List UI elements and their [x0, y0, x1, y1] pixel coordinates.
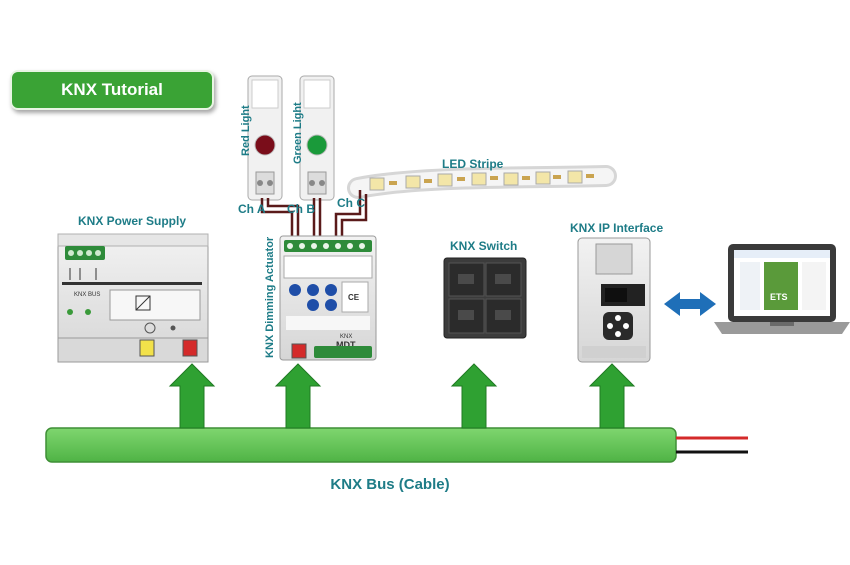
svg-text:CE: CE	[348, 293, 360, 302]
power-supply-knx-bus-text: KNX BUS	[74, 292, 100, 298]
bus-cable	[45, 427, 748, 463]
actuator-knx-text: KNX	[340, 334, 352, 340]
arrow-power-supply	[168, 363, 216, 429]
title-text: KNX Tutorial	[61, 80, 163, 99]
actuator-mdt-text: MDT	[336, 340, 356, 350]
arrow-ip-interface	[588, 363, 636, 429]
label-ip-interface: KNX IP Interface	[570, 221, 664, 235]
green-light-device	[299, 75, 335, 201]
channel-wires	[260, 190, 368, 240]
red-light-indicator	[254, 134, 276, 156]
bus-arrows	[168, 363, 636, 429]
power-supply-device: KNX BUS	[57, 233, 209, 363]
red-light-device	[247, 75, 283, 201]
laptop-ets-text: ETS	[770, 292, 788, 302]
green-light-indicator	[306, 134, 328, 156]
led-stripe-device	[347, 165, 617, 199]
label-ch-b: Ch B	[287, 202, 315, 216]
label-power-supply: KNX Power Supply	[78, 214, 187, 228]
label-dimming-actuator: KNX Dimming Actuator	[264, 236, 276, 358]
label-ch-a: Ch A	[238, 202, 266, 216]
power-supply-terminals	[65, 246, 105, 260]
label-switch: KNX Switch	[450, 239, 518, 253]
double-arrow	[664, 292, 716, 316]
label-bus: KNX Bus (Cable)	[330, 476, 450, 493]
laptop-device: ETS	[714, 244, 850, 334]
label-led-stripe: LED Stripe	[442, 157, 504, 171]
dimming-actuator-device: CE KNX MDT	[279, 235, 377, 361]
knx-switch-device	[443, 257, 527, 339]
label-green-light: Green Light	[292, 102, 304, 164]
arrow-switch	[450, 363, 498, 429]
title-badge: KNX Tutorial	[10, 70, 214, 110]
ip-interface-device	[577, 237, 651, 363]
arrow-actuator	[274, 363, 322, 429]
label-ch-c: Ch C	[337, 196, 365, 210]
label-red-light: Red Light	[240, 105, 252, 156]
